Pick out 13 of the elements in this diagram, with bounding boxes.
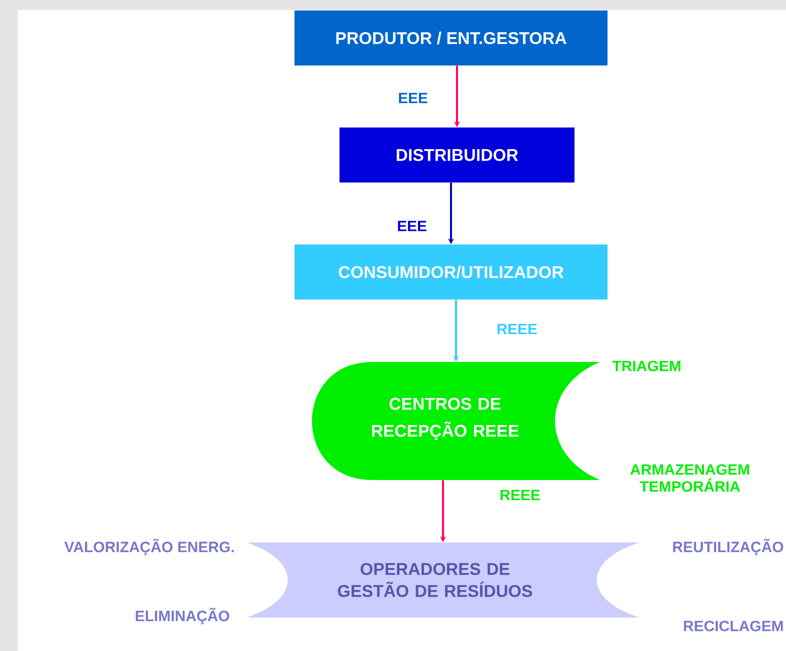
side-label: REUTILIZAÇÃO: [673, 538, 784, 556]
process-box: CONSUMIDOR/UTILIZADOR: [294, 244, 608, 300]
side-label: ELIMINAÇÃO: [136, 608, 230, 624]
side-label: ARMAZENAGEM TEMPORÁRIA: [630, 464, 749, 492]
side-label: TRIAGEM: [612, 360, 680, 372]
edge-label: REEE: [498, 488, 542, 502]
edge-label: EEE: [397, 92, 430, 104]
edge-label: EEE: [396, 220, 428, 232]
process-box: DISTRIBUIDOR: [340, 128, 574, 182]
side-label: RECICLAGEM: [684, 620, 783, 632]
process-box: PRODUTOR / ENT.GESTORA: [294, 10, 608, 66]
edge-label: REEE: [496, 322, 538, 336]
side-label: VALORIZAÇÃO ENERG.: [64, 538, 234, 556]
